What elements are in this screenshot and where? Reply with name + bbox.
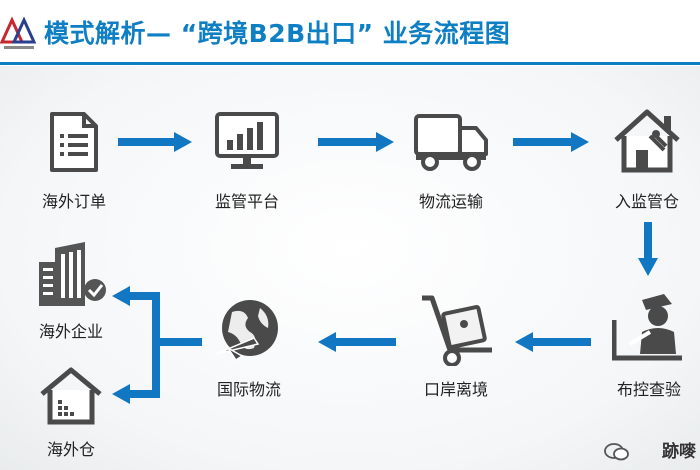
node-overseas-order: 海外订单 <box>42 110 106 211</box>
node-label: 入监管仓 <box>614 192 679 211</box>
node-overseas-warehouse: 海外仓 <box>38 366 104 459</box>
house-icon <box>40 367 102 425</box>
arrow-platform-to-transport <box>318 132 394 152</box>
node-label: 国际物流 <box>216 380 281 399</box>
node-inspection-control: 布控查验 <box>612 290 686 399</box>
watermark-text: 跡嘜 <box>662 442 696 462</box>
node-port-departure: 口岸离境 <box>416 294 496 399</box>
arrow-order-to-platform <box>118 132 192 152</box>
building-icon <box>39 242 106 306</box>
node-enter-bonded-warehouse: 入监管仓 <box>612 106 682 211</box>
node-logistics-transport: 物流运输 <box>412 110 490 211</box>
node-label: 海外订单 <box>41 192 106 211</box>
arrow-transport-to-warehouse <box>513 132 589 152</box>
node-supervision-platform: 监管平台 <box>212 110 282 211</box>
arrow-port-to-international <box>318 332 396 352</box>
node-label: 口岸离境 <box>423 380 488 399</box>
node-label: 海外企业 <box>38 322 103 341</box>
node-international-logistics: 国际物流 <box>214 298 284 399</box>
page-title: 模式解析— “跨境B2B出口” 业务流程图 <box>44 19 511 48</box>
logo-icon <box>0 16 37 49</box>
header: 模式解析— “跨境B2B出口” 业务流程图 <box>0 0 700 60</box>
node-label: 物流运输 <box>418 192 483 211</box>
arrow-warehouse-to-inspection <box>638 222 658 276</box>
node-overseas-enterprise: 海外企业 <box>35 240 107 341</box>
truck-icon <box>414 114 488 171</box>
node-label: 海外仓 <box>46 440 95 459</box>
globe-plane-icon <box>215 300 278 362</box>
flow-diagram: 海外订单 监管平台 物流运输 <box>0 66 700 470</box>
hand-truck-icon <box>422 295 492 366</box>
node-label: 布控查验 <box>616 380 681 399</box>
inspector-icon <box>612 294 682 361</box>
document-icon <box>50 112 98 172</box>
warehouse-house-icon <box>614 109 680 173</box>
header-divider <box>0 62 700 65</box>
wechat-icon <box>604 443 629 461</box>
arrow-inspection-to-port <box>515 332 591 352</box>
monitor-chart-icon <box>215 112 279 169</box>
arrow-international-to-destinations <box>112 286 202 404</box>
node-label: 监管平台 <box>214 192 279 211</box>
